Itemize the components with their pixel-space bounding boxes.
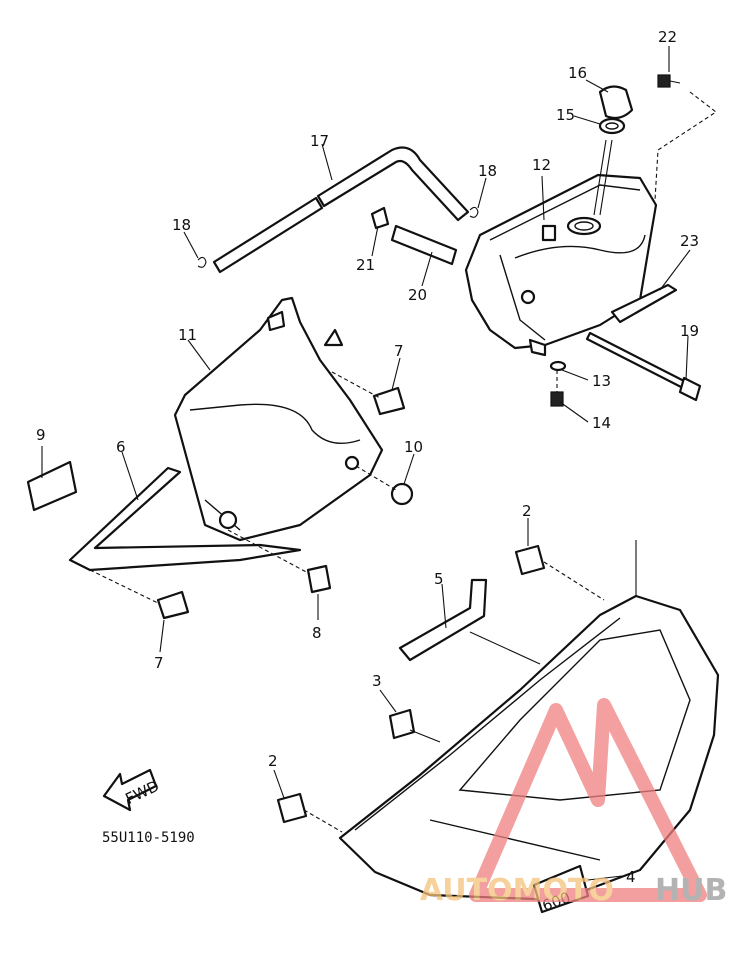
washer-13 [549, 360, 567, 372]
callout-14: 14 [592, 414, 611, 432]
decal-9 [26, 460, 78, 512]
watermark-logo-icon [469, 698, 707, 902]
grommet-2b [276, 792, 308, 824]
callout-7b: 7 [154, 654, 164, 672]
grommet-7a [372, 386, 406, 416]
grommet-2a [514, 544, 546, 576]
watermark-brand-right: HUB [655, 873, 727, 908]
clip-18a [197, 256, 207, 268]
callout-3: 3 [372, 672, 382, 690]
callout-22: 22 [658, 28, 677, 46]
fuel-tank [464, 173, 658, 357]
callout-11: 11 [178, 326, 197, 344]
tank-bracket [610, 283, 678, 324]
callout-2a: 2 [522, 502, 532, 520]
bolt-22 [654, 74, 717, 201]
fuel-cap [593, 85, 634, 216]
grommet-7b [156, 590, 190, 620]
callout-labels: 22 16 15 12 17 18 18 21 20 23 19 11 7 13… [36, 28, 699, 886]
callout-17: 17 [310, 132, 329, 150]
callout-19: 19 [680, 322, 699, 340]
bolt-14 [550, 391, 564, 407]
callout-9: 9 [36, 426, 46, 444]
grommet-3 [388, 708, 416, 740]
forward-arrow: FWD [102, 768, 162, 812]
watermark: AUTOMOTO HUB [420, 698, 727, 908]
callout-12: 12 [532, 156, 551, 174]
callout-6: 6 [116, 438, 126, 456]
callout-23: 23 [680, 232, 699, 250]
left-side-cover [173, 296, 384, 542]
stay-5 [398, 578, 488, 662]
cap-21 [370, 206, 390, 230]
pipe-20 [390, 224, 458, 266]
clip-18b [469, 206, 479, 218]
callout-15: 15 [556, 106, 575, 124]
callout-13: 13 [592, 372, 611, 390]
callout-18a: 18 [478, 162, 497, 180]
callout-18b: 18 [172, 216, 191, 234]
callout-16: 16 [568, 64, 587, 82]
grommet-8 [306, 564, 332, 594]
callout-7a: 7 [394, 342, 404, 360]
callout-20: 20 [408, 286, 427, 304]
callout-8: 8 [312, 624, 322, 642]
panel-6 [68, 466, 302, 572]
callout-4: 4 [626, 868, 636, 886]
callout-21: 21 [356, 256, 375, 274]
long-bolt [585, 331, 702, 402]
callout-5: 5 [434, 570, 444, 588]
part-code: 55U110-5190 [102, 830, 195, 846]
fastener-10 [390, 482, 414, 506]
watermark-brand-left: AUTOMOTO [420, 873, 614, 908]
breather-hose [212, 146, 470, 274]
callout-2b: 2 [268, 752, 278, 770]
callout-10: 10 [404, 438, 423, 456]
